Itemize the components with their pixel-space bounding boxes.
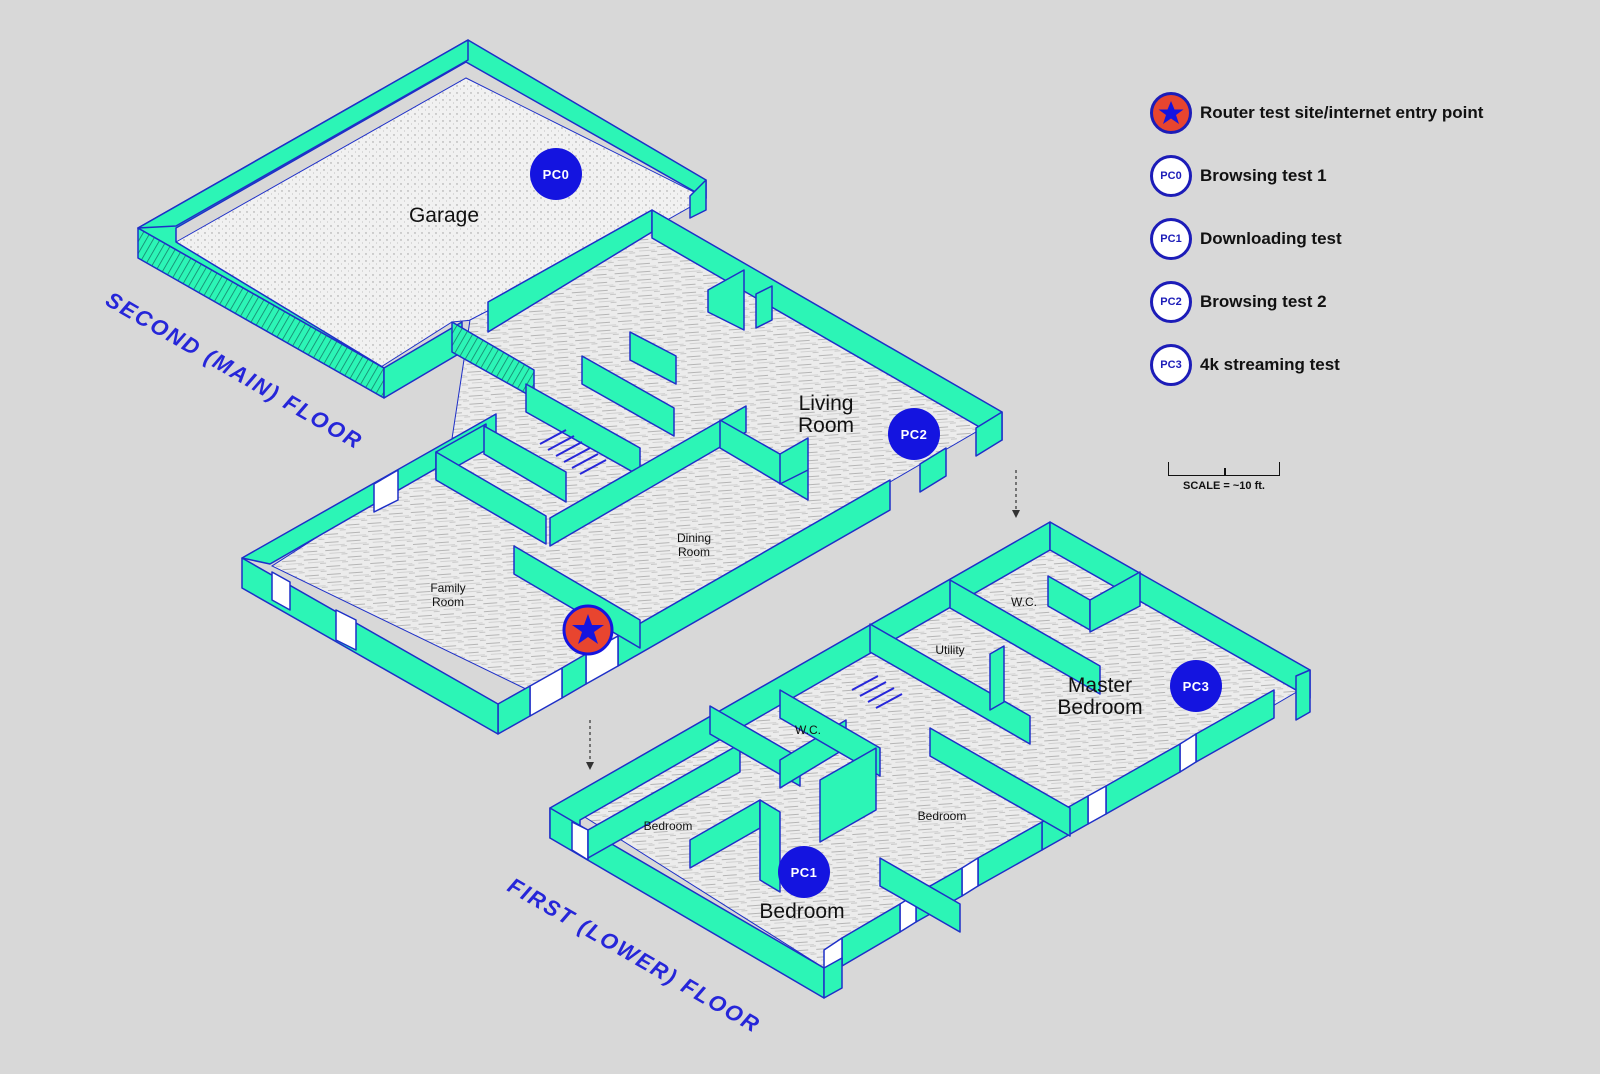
dining-room-label-line2: Room: [678, 545, 710, 559]
pc-legend-marker: PC1: [1150, 218, 1192, 260]
first-floor: Master Bedroom Utility W.C. W.C. Bedroom…: [504, 521, 1311, 1038]
svg-text:PC0: PC0: [543, 167, 570, 182]
family-room-label-line2: Room: [432, 595, 464, 609]
pc-legend-marker: PC2: [1150, 281, 1192, 323]
legend-item-pc1: PC1 Downloading test: [1150, 214, 1570, 264]
main-floor-walls: [241, 209, 1003, 735]
utility-label: Utility: [935, 643, 964, 657]
legend-item-router: Router test site/internet entry point: [1150, 88, 1570, 138]
bedroom-left-label: Bedroom: [644, 819, 693, 833]
legend-label: Downloading test: [1200, 229, 1342, 248]
pc3-marker: PC3: [1170, 660, 1222, 712]
legend-item-pc0: PC0 Browsing test 1: [1150, 151, 1570, 201]
star-icon: [572, 614, 604, 644]
pc2-marker: PC2: [888, 408, 940, 460]
router-marker: [562, 604, 614, 656]
scale-ruler: [1168, 462, 1280, 476]
star-icon: [1158, 101, 1184, 124]
master-bedroom-label-line1: Master: [1068, 674, 1132, 697]
lower-floor-walls: [549, 521, 1311, 999]
svg-text:PC1: PC1: [791, 865, 818, 880]
bedroom-middle-label: Bedroom: [918, 809, 967, 823]
legend-label: Browsing test 1: [1200, 166, 1327, 185]
stairs-lower: [851, 675, 903, 709]
legend-item-pc3: PC3 4k streaming test: [1150, 340, 1570, 390]
pc1-marker: PC1: [778, 846, 830, 898]
pc-legend-marker: PC3: [1150, 344, 1192, 386]
family-room-label-line1: Family: [430, 581, 465, 595]
scale-label: SCALE = ~10 ft.: [1183, 480, 1265, 492]
wc-lower-label: W.C.: [795, 723, 821, 737]
master-bedroom-label-line2: Bedroom: [1057, 696, 1142, 719]
svg-text:PC3: PC3: [1183, 679, 1210, 694]
pc0-marker: PC0: [530, 148, 582, 200]
pc-legend-marker: PC0: [1150, 155, 1192, 197]
stairs-upper: [539, 429, 607, 475]
bedroom-large-label: Bedroom: [759, 900, 844, 923]
dining-room-label-line1: Dining: [677, 531, 711, 545]
router-legend-marker: [1150, 92, 1192, 134]
svg-text:PC2: PC2: [901, 427, 928, 442]
living-room-label-line2: Room: [798, 414, 854, 437]
wc-upper-label: W.C.: [1011, 595, 1037, 609]
legend-label: Browsing test 2: [1200, 292, 1327, 311]
living-room-label-line1: Living: [799, 392, 854, 415]
legend: Router test site/internet entry point PC…: [1150, 88, 1570, 403]
legend-label: Router test site/internet entry point: [1200, 103, 1484, 122]
garage-label: Garage: [409, 204, 479, 227]
garage-walls: [137, 39, 707, 399]
legend-item-pc2: PC2 Browsing test 2: [1150, 277, 1570, 327]
scale-bar: SCALE = ~10 ft.: [1168, 462, 1288, 492]
legend-label: 4k streaming test: [1200, 355, 1340, 374]
